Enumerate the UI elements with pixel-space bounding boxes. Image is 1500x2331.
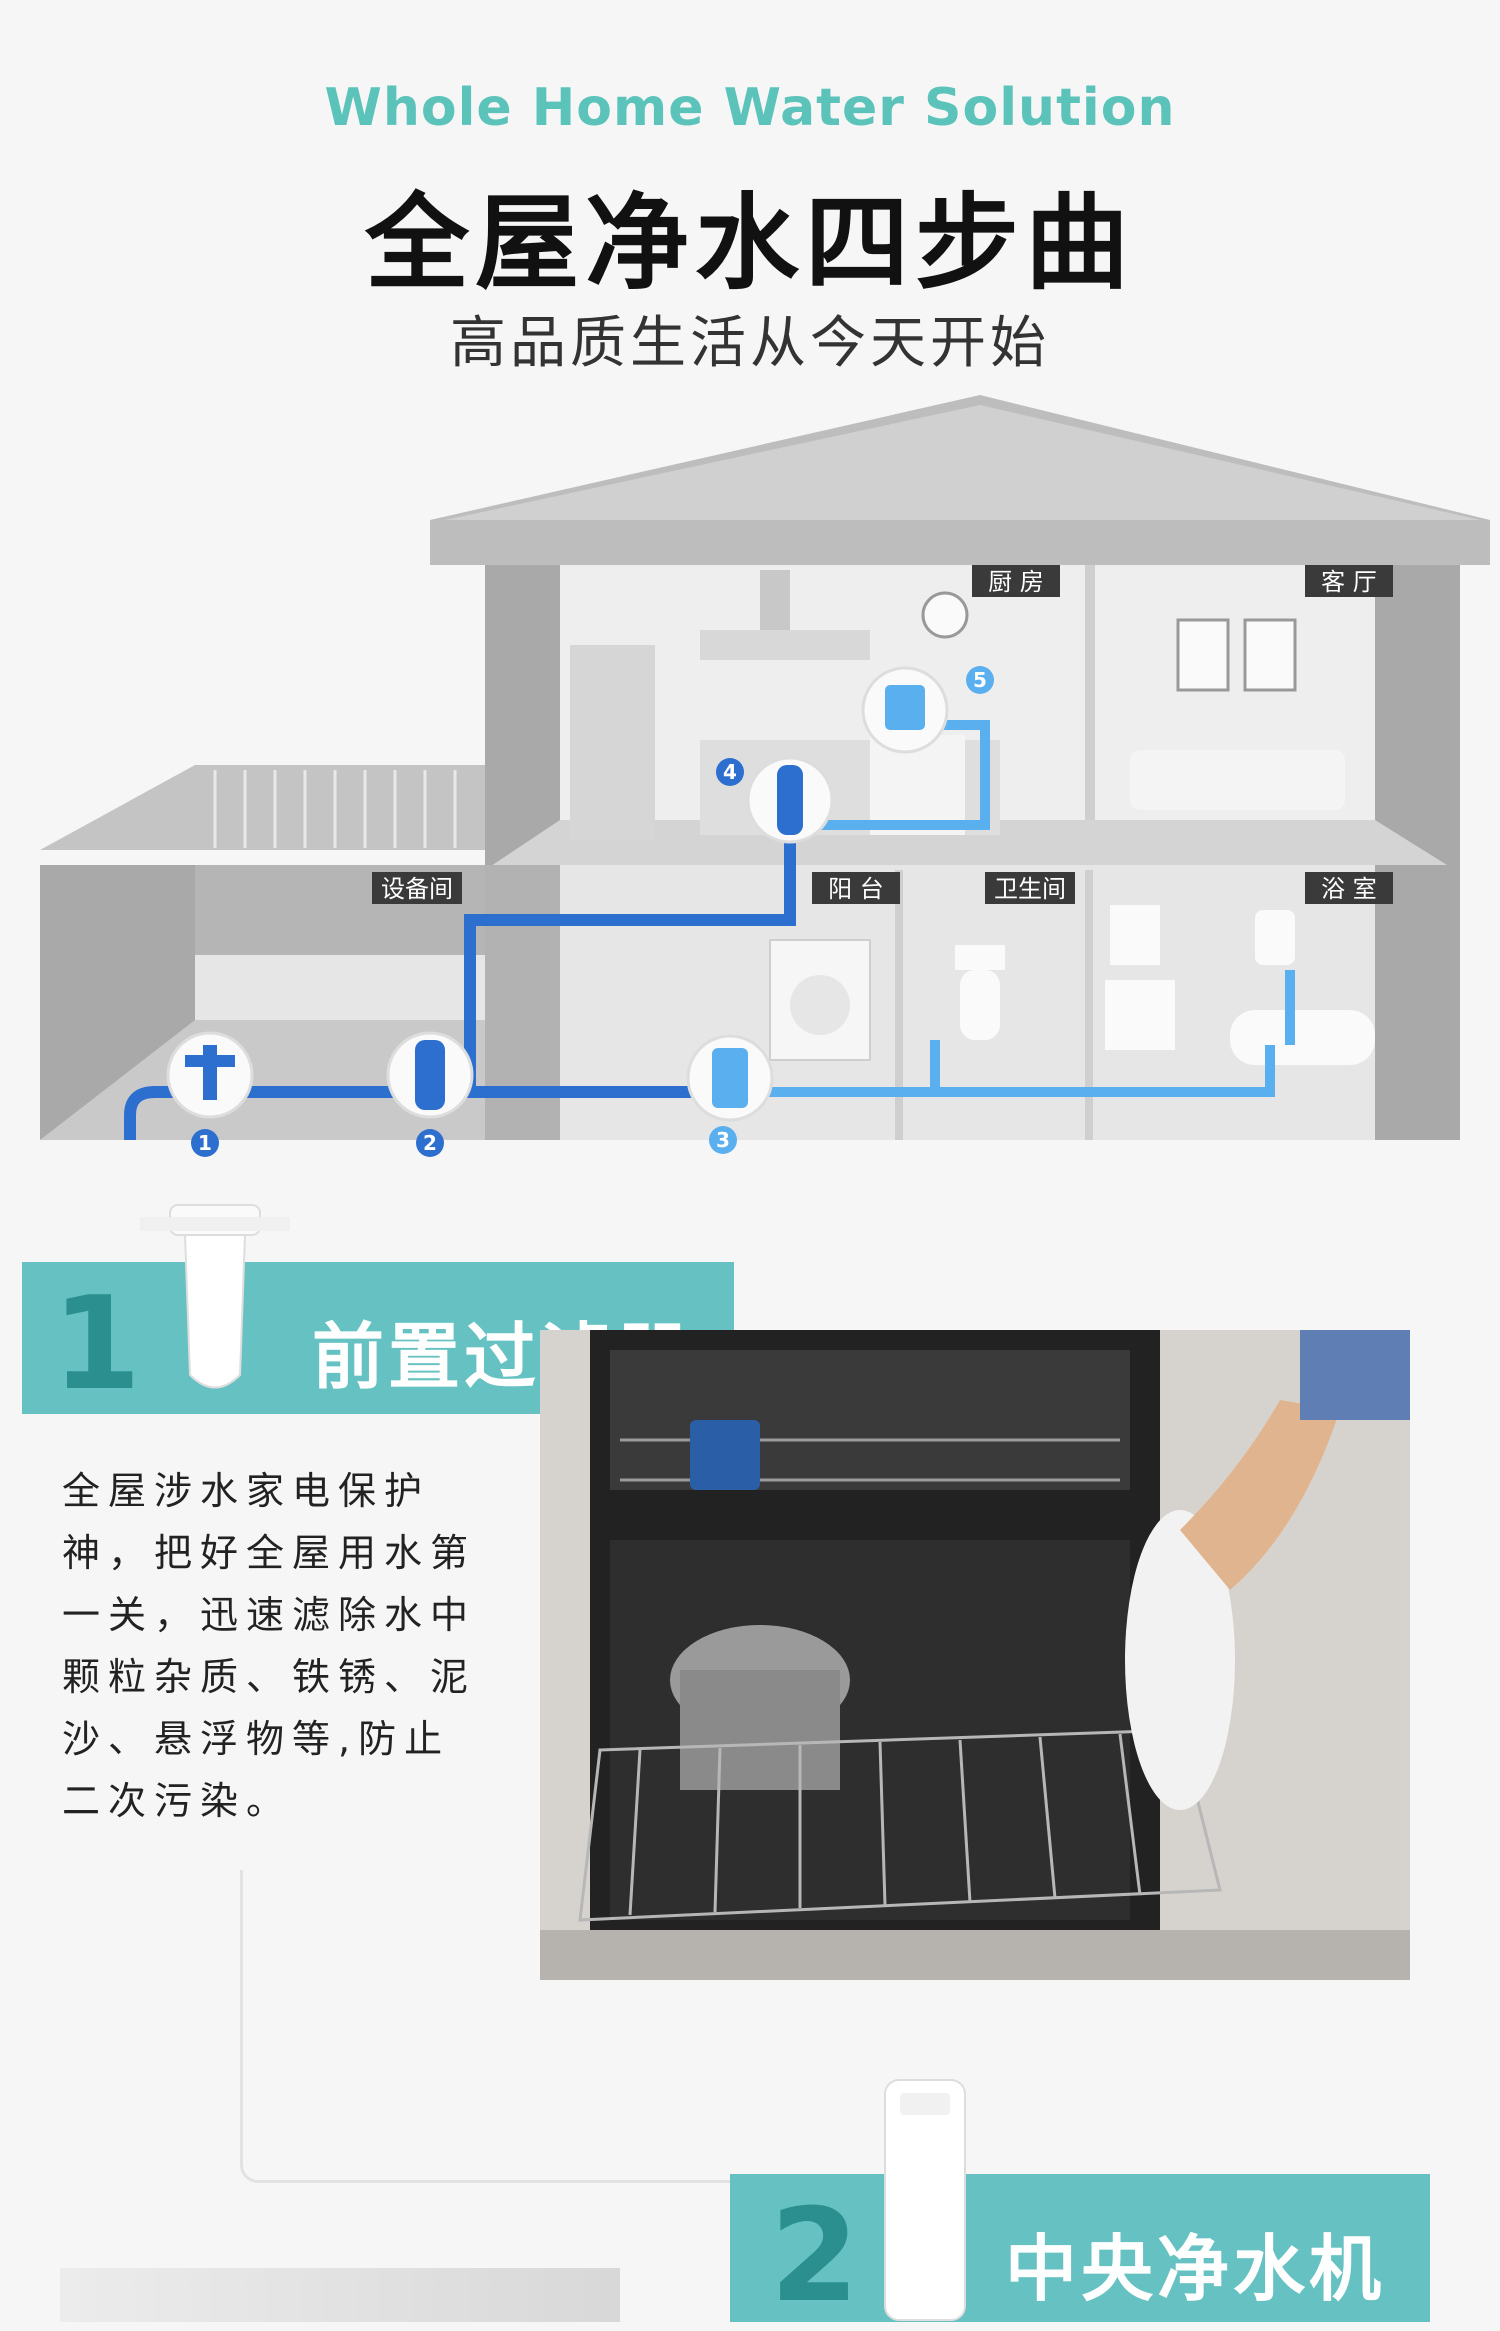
subtitle-en: Whole Home Water Solution <box>324 78 1176 138</box>
badge-4: 4 <box>716 758 744 786</box>
central-purifier-device-icon <box>386 1031 474 1119</box>
svg-text:2: 2 <box>423 1131 437 1155</box>
room-tag-living-room: 客 厅 <box>1305 565 1393 597</box>
badge-2: 2 <box>416 1129 444 1157</box>
step-2-banner: 2 中央净水机 <box>730 2174 1430 2331</box>
softener-device-icon <box>686 1034 774 1122</box>
svg-text:厨 房: 厨 房 <box>988 568 1044 596</box>
pre-filter-product-icon <box>140 1204 290 1389</box>
page-title: 全屋净水四步曲 <box>364 182 1135 304</box>
svg-text:客 厅: 客 厅 <box>1321 568 1377 596</box>
step-2-number: 2 <box>770 2182 860 2331</box>
step-1-number: 1 <box>52 1270 142 1419</box>
svg-text:卫生间: 卫生间 <box>994 875 1066 903</box>
badge-1: 1 <box>191 1129 219 1157</box>
room-tag-toilet: 卫生间 <box>985 872 1075 904</box>
house-diagram: 厨 房 客 厅 设备间 阳 台 卫生间 浴 室 1 2 3 4 5 <box>40 395 1490 1157</box>
central-purifier-product-icon <box>884 2079 966 2321</box>
svg-text:阳 台: 阳 台 <box>828 875 884 903</box>
badge-3: 3 <box>709 1126 737 1154</box>
heater-device-icon <box>861 666 949 754</box>
room-tag-balcony: 阳 台 <box>812 872 900 904</box>
step-1-description: 全屋涉水家电保护神，把好全屋用水第一关，迅速滤除水中颗粒杂质、铁锈、泥沙、悬浮物… <box>62 1469 477 1823</box>
svg-text:设备间: 设备间 <box>381 875 453 903</box>
room-tag-kitchen: 厨 房 <box>972 565 1060 597</box>
connector-line <box>240 1870 763 2183</box>
main-pipe <box>124 820 796 1140</box>
svg-text:5: 5 <box>973 668 987 692</box>
drinking-purifier-device-icon <box>746 756 834 844</box>
svg-text:4: 4 <box>723 760 737 784</box>
annex-roof <box>40 765 485 850</box>
step-2-photo-partial <box>60 2268 620 2322</box>
step-2-title: 中央净水机 <box>1005 2227 1386 2311</box>
dishwasher-photo <box>540 1330 1410 1980</box>
badge-5: 5 <box>966 666 994 694</box>
room-tag-equipment-room: 设备间 <box>372 872 462 904</box>
svg-text:浴 室: 浴 室 <box>1321 875 1377 903</box>
tagline: 高品质生活从今天开始 <box>450 311 1050 376</box>
pre-filter-device-icon <box>166 1031 254 1119</box>
room-tag-bathroom: 浴 室 <box>1305 872 1393 904</box>
svg-text:1: 1 <box>198 1131 212 1155</box>
svg-text:3: 3 <box>716 1128 730 1152</box>
